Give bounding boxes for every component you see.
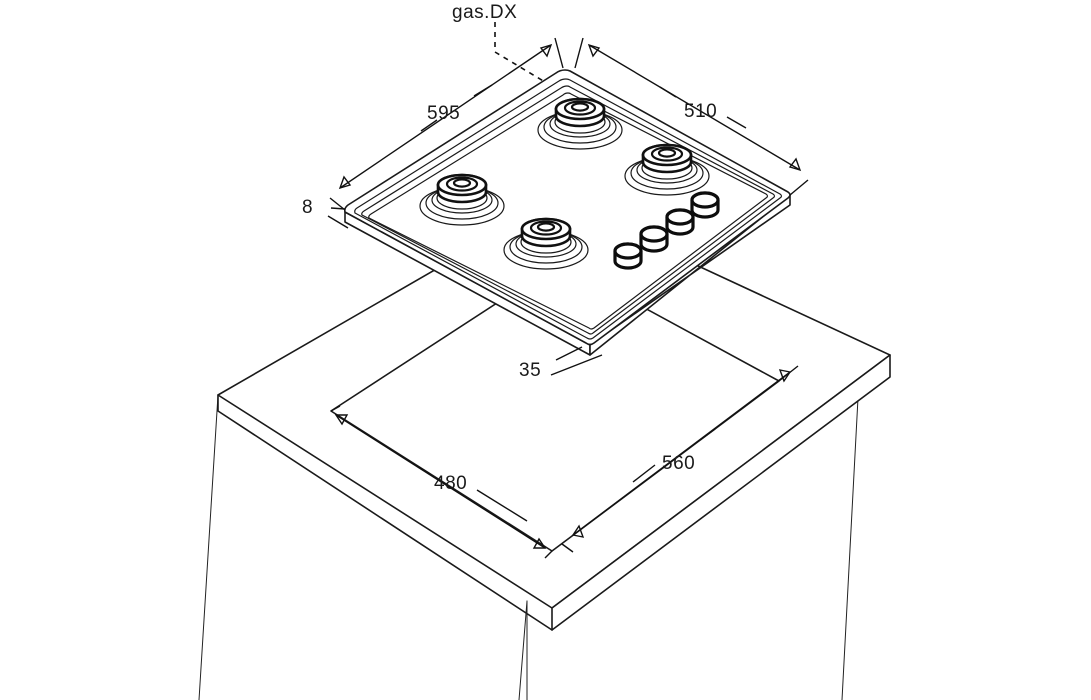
burner-rear-right xyxy=(624,143,710,196)
gas-hob xyxy=(344,69,791,356)
dimension-480-arrow-start xyxy=(334,414,349,426)
burner-rear-left xyxy=(537,97,623,150)
dimension-480-tick-start xyxy=(330,405,341,412)
gas-dx-label: gas.DX xyxy=(452,2,517,23)
hob-cooking-surface xyxy=(368,92,769,330)
dimension-560: 560 xyxy=(561,365,799,553)
dimension-510-label: 510 xyxy=(684,101,717,122)
cabinet-left-leg xyxy=(198,394,219,700)
dimension-560-line xyxy=(572,371,791,536)
dimension-560-tick-start xyxy=(778,365,799,382)
dimension-560-arrow-start xyxy=(778,369,792,383)
worktop-cabinet xyxy=(198,199,891,700)
dimension-480-leader-b xyxy=(476,489,528,522)
dimension-480: 480 xyxy=(330,405,553,559)
dimension-510-leader-a xyxy=(659,86,677,98)
dimension-480-line xyxy=(335,414,546,549)
dimension-595-leader-a xyxy=(473,84,493,97)
dimension-35: 35 xyxy=(519,346,603,381)
dimension-8-leader xyxy=(330,207,346,210)
gas-connection-callout: gas.DX xyxy=(452,2,546,83)
knob-1[interactable] xyxy=(690,191,720,219)
dimension-35-leader-a xyxy=(555,346,583,361)
dimension-510-arrow-end xyxy=(788,157,802,172)
cabinet-front-leg xyxy=(518,600,528,700)
dimension-560-leader-b xyxy=(632,464,656,483)
dimension-35-leader-b xyxy=(550,354,603,376)
cabinet-right-leg xyxy=(841,397,859,700)
dimension-8-label: 8 xyxy=(302,197,313,218)
dimension-8-tick xyxy=(327,215,349,229)
dimension-595-arrow-start xyxy=(539,43,553,58)
dimension-595-line xyxy=(339,44,552,189)
burner-front-right xyxy=(503,217,589,270)
dimension-595-leader-b xyxy=(420,119,438,132)
dimension-480-leader-a xyxy=(416,465,431,475)
knob-2[interactable] xyxy=(665,208,695,236)
dimension-560-leader-a xyxy=(699,428,716,441)
dimension-595-label: 595 xyxy=(427,103,460,124)
dimension-480-arrow-end xyxy=(532,537,547,549)
dimension-480-label: 480 xyxy=(434,473,467,494)
dimension-510: 510 xyxy=(574,37,809,196)
dimension-595-ext-start xyxy=(554,37,564,69)
worktop-left-edge-band xyxy=(217,394,553,631)
dimension-35-label: 35 xyxy=(519,360,541,381)
hob-bevel-line-1 xyxy=(354,78,783,340)
dimension-8: 8 xyxy=(302,197,349,229)
control-knobs xyxy=(613,191,720,270)
dimension-510-arrow-start xyxy=(587,43,601,58)
hob-bevel-line-2 xyxy=(361,85,776,335)
gas-dx-leader xyxy=(494,22,546,83)
dimension-510-ext-start xyxy=(574,37,584,69)
dimension-480-tick-end xyxy=(544,550,553,559)
dimension-595-arrow-end xyxy=(338,175,352,190)
knob-4[interactable] xyxy=(613,242,643,270)
burner-front-left xyxy=(419,173,505,226)
dimension-560-label: 560 xyxy=(662,453,695,474)
dimension-560-tick-end xyxy=(561,543,574,553)
dimension-510-line xyxy=(588,44,801,171)
dimension-560-arrow-end xyxy=(571,524,585,538)
dimension-510-leader-b xyxy=(726,116,747,129)
worktop-right-edge-band xyxy=(551,354,891,631)
knob-3[interactable] xyxy=(639,225,669,253)
hob-front-right-face xyxy=(589,194,791,356)
dimension-595: 595 xyxy=(329,37,564,211)
dimension-510-ext-end xyxy=(789,179,809,196)
dimension-595-ext-end xyxy=(329,197,346,211)
